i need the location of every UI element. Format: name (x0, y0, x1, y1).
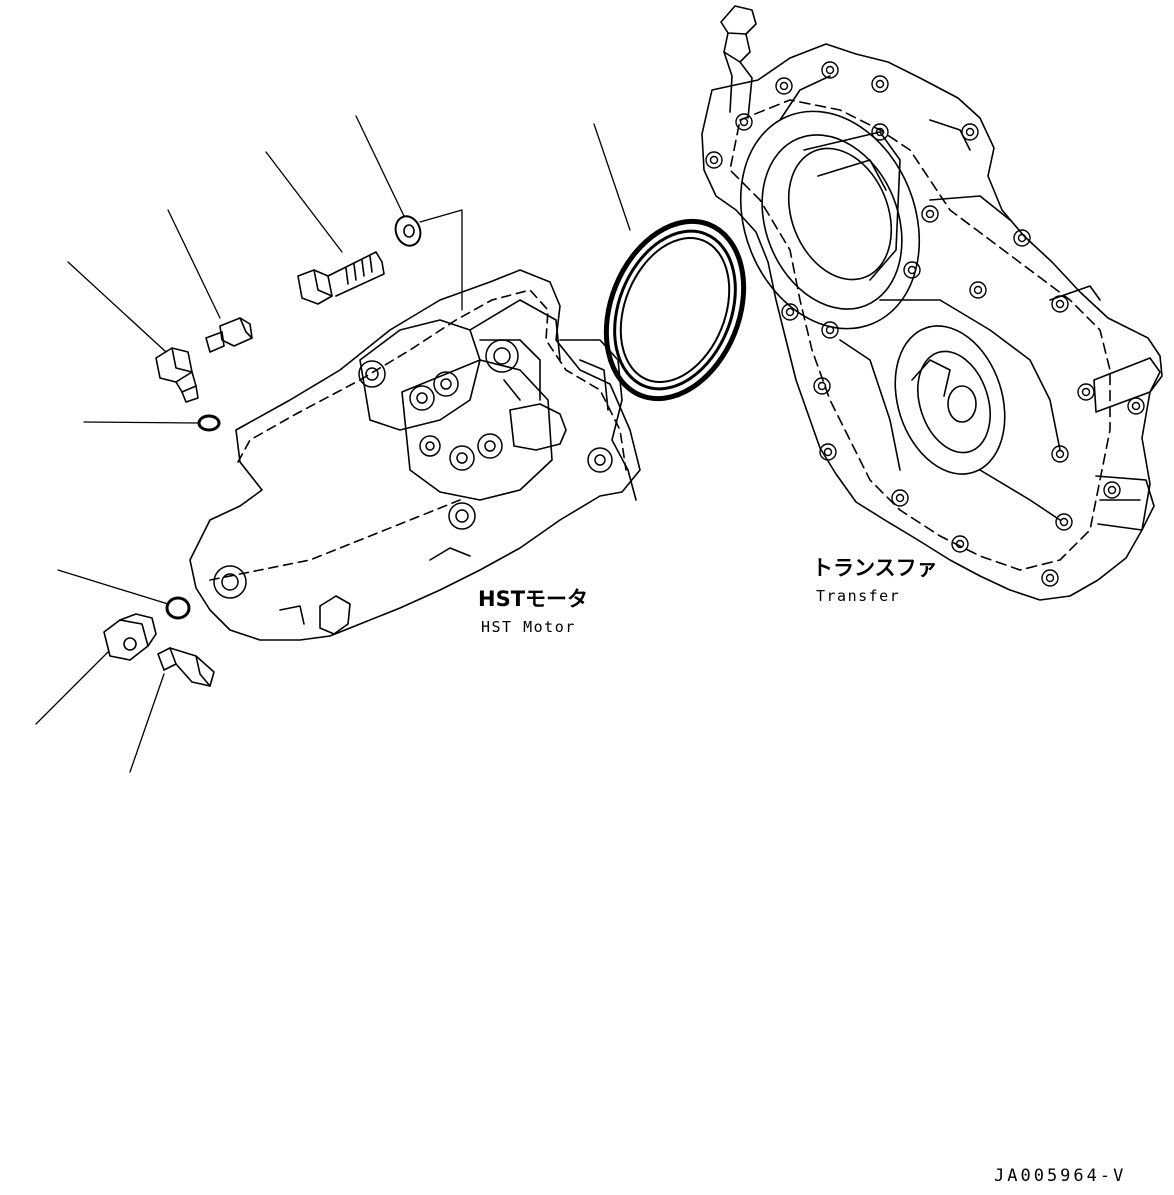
leader-o-ring-upper (83, 421, 199, 424)
drawing-code: JA005964-V (994, 1166, 1127, 1186)
leader-elbow (35, 651, 109, 725)
leader-lines (35, 115, 631, 773)
hst-motor-label-en: HST Motor (481, 618, 576, 636)
leader-adapter (67, 261, 167, 353)
transfer-label-en: Transfer (816, 587, 901, 605)
leader-switch (167, 209, 221, 319)
leader-sensor (129, 673, 165, 773)
pressure-switch-drawing (205, 317, 253, 353)
transfer-case-drawing (701, 5, 1163, 601)
leader-washer (355, 115, 405, 217)
leader-bolt (265, 151, 343, 253)
hst-motor-drawing (189, 269, 641, 641)
adapter-fitting-drawing (155, 347, 199, 403)
washer-drawing (394, 215, 422, 247)
speed-sensor-drawing (157, 647, 215, 687)
transfer-label-ja: トランスファ (812, 556, 938, 580)
hst-motor-label-ja: HSTモータ (478, 587, 589, 611)
leader-bracket (419, 209, 463, 311)
elbow-fitting-drawing (103, 613, 157, 661)
o-ring-lower-drawing (165, 596, 191, 620)
o-ring-upper-drawing (197, 414, 221, 432)
seal-ring-drawing (603, 218, 747, 402)
leader-seal (593, 123, 631, 231)
bolt-drawing (297, 251, 385, 305)
leader-o-ring-lower (57, 569, 169, 605)
